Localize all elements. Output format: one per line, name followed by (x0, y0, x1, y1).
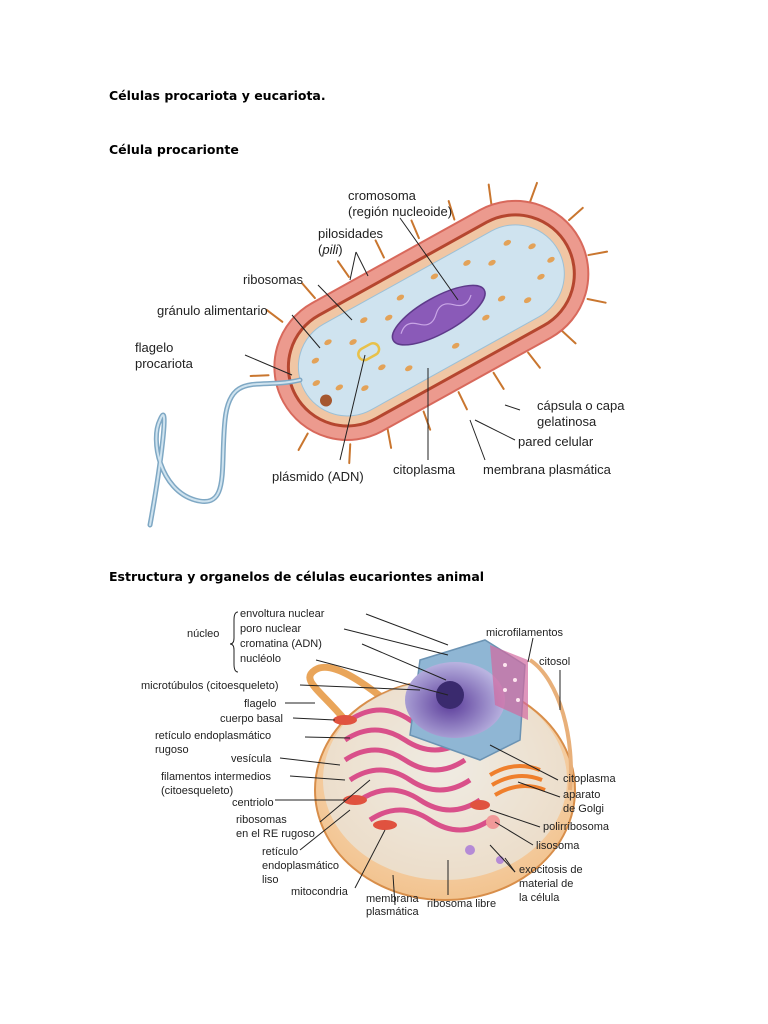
label-plasmatica: plasmática (366, 906, 419, 918)
label-microtubulos: microtúbulos (citoesqueleto) (141, 680, 279, 692)
label-microfilamentos: microfilamentos (486, 627, 564, 639)
label-plasmido: plásmido (ADN) (272, 469, 364, 484)
mitochondrion-4 (470, 800, 490, 810)
label-region-nucleoide: (región nucleoide) (348, 204, 452, 219)
label-aparato: aparato (563, 789, 600, 801)
label-citoesqueleto: (citoesqueleto) (161, 785, 233, 797)
lysosome (486, 815, 500, 829)
label-de-golgi: de Golgi (563, 803, 604, 815)
label-granulo-alimentario: gránulo alimentario (157, 303, 268, 318)
label-citoplasma-euk: citoplasma (563, 773, 616, 785)
label-membrana: membrana (366, 893, 419, 905)
eukaryote-leader-lines (229, 611, 561, 906)
label-polirribosoma: polirribosoma (543, 821, 610, 833)
label-cromosoma: cromosoma (348, 188, 417, 203)
mitochondrion-3 (373, 820, 397, 830)
food-granule (319, 394, 332, 407)
label-rugoso: rugoso (155, 744, 189, 756)
label-cuerpo-basal: cuerpo basal (220, 713, 283, 725)
document-title: Células procariota y eucariota. (109, 88, 326, 103)
label-membrana-plasmatica: membrana plasmática (483, 462, 612, 477)
prokaryote-leader-lines (244, 217, 521, 461)
label-reticulo-rugoso: retículo endoplasmático (155, 730, 271, 742)
label-citosol: citosol (539, 656, 570, 668)
label-exocitosis: exocitosis de (519, 864, 583, 876)
label-vesicula: vesícula (231, 753, 272, 765)
label-centriolo: centriolo (232, 797, 274, 809)
flagellum-euk (306, 663, 388, 723)
label-material-de: material de (519, 878, 573, 890)
label-liso: liso (262, 874, 279, 886)
vesicle-1 (465, 845, 475, 855)
bacterium-body (249, 181, 609, 465)
mitochondrion-1 (333, 715, 357, 725)
label-procariota: procariota (135, 356, 194, 371)
label-citoplasma: citoplasma (393, 462, 456, 477)
section-heading-eukaryote: Estructura y organelos de células eucari… (109, 569, 485, 584)
label-filamentos-intermedios: filamentos intermedios (161, 771, 272, 783)
label-gelatinosa: gelatinosa (537, 414, 597, 429)
prokaryote-labels: cromosoma (región nucleoide) pilosidades… (135, 188, 625, 484)
label-poro-nuclear: poro nuclear (240, 623, 301, 635)
pili (249, 181, 609, 465)
label-flagelo-euk: flagelo (244, 698, 276, 710)
label-flagelo: flagelo (135, 340, 173, 355)
label-pili: (pili) (318, 242, 343, 257)
label-nucleolo: nucléolo (240, 653, 281, 665)
eukaryote-labels: núcleo envoltura nuclear poro nuclear cr… (141, 608, 616, 918)
plasmid (357, 342, 381, 362)
label-nucleo: núcleo (187, 628, 219, 640)
label-lisosoma: lisosoma (536, 840, 580, 852)
label-endoplasmatico: endoplasmático (262, 860, 339, 872)
vesicle-2 (496, 856, 504, 864)
label-cromatina: cromatina (ADN) (240, 638, 322, 650)
label-pared-celular: pared celular (518, 434, 594, 449)
ribosomes (311, 239, 555, 392)
label-ribosomas-re: ribosomas (236, 814, 287, 826)
section-heading-prokaryote: Célula procarionte (109, 142, 239, 157)
label-capsula: cápsula o capa (537, 398, 625, 413)
flagellum (147, 377, 303, 528)
label-ribosomas: ribosomas (243, 272, 303, 287)
prokaryote-cell-illustration (147, 181, 609, 528)
label-en-re-rugoso: en el RE rugoso (236, 828, 315, 840)
nucleoid (391, 284, 486, 346)
label-mitocondria: mitocondria (291, 886, 349, 898)
label-ribosoma-libre: ribosoma libre (427, 898, 496, 910)
eukaryote-cell-illustration (306, 639, 576, 901)
label-reticulo: retículo (262, 846, 298, 858)
label-la-celula: la célula (519, 892, 560, 904)
label-envoltura-nuclear: envoltura nuclear (240, 608, 325, 620)
label-pilosidades: pilosidades (318, 226, 384, 241)
nucleolus (436, 681, 464, 709)
